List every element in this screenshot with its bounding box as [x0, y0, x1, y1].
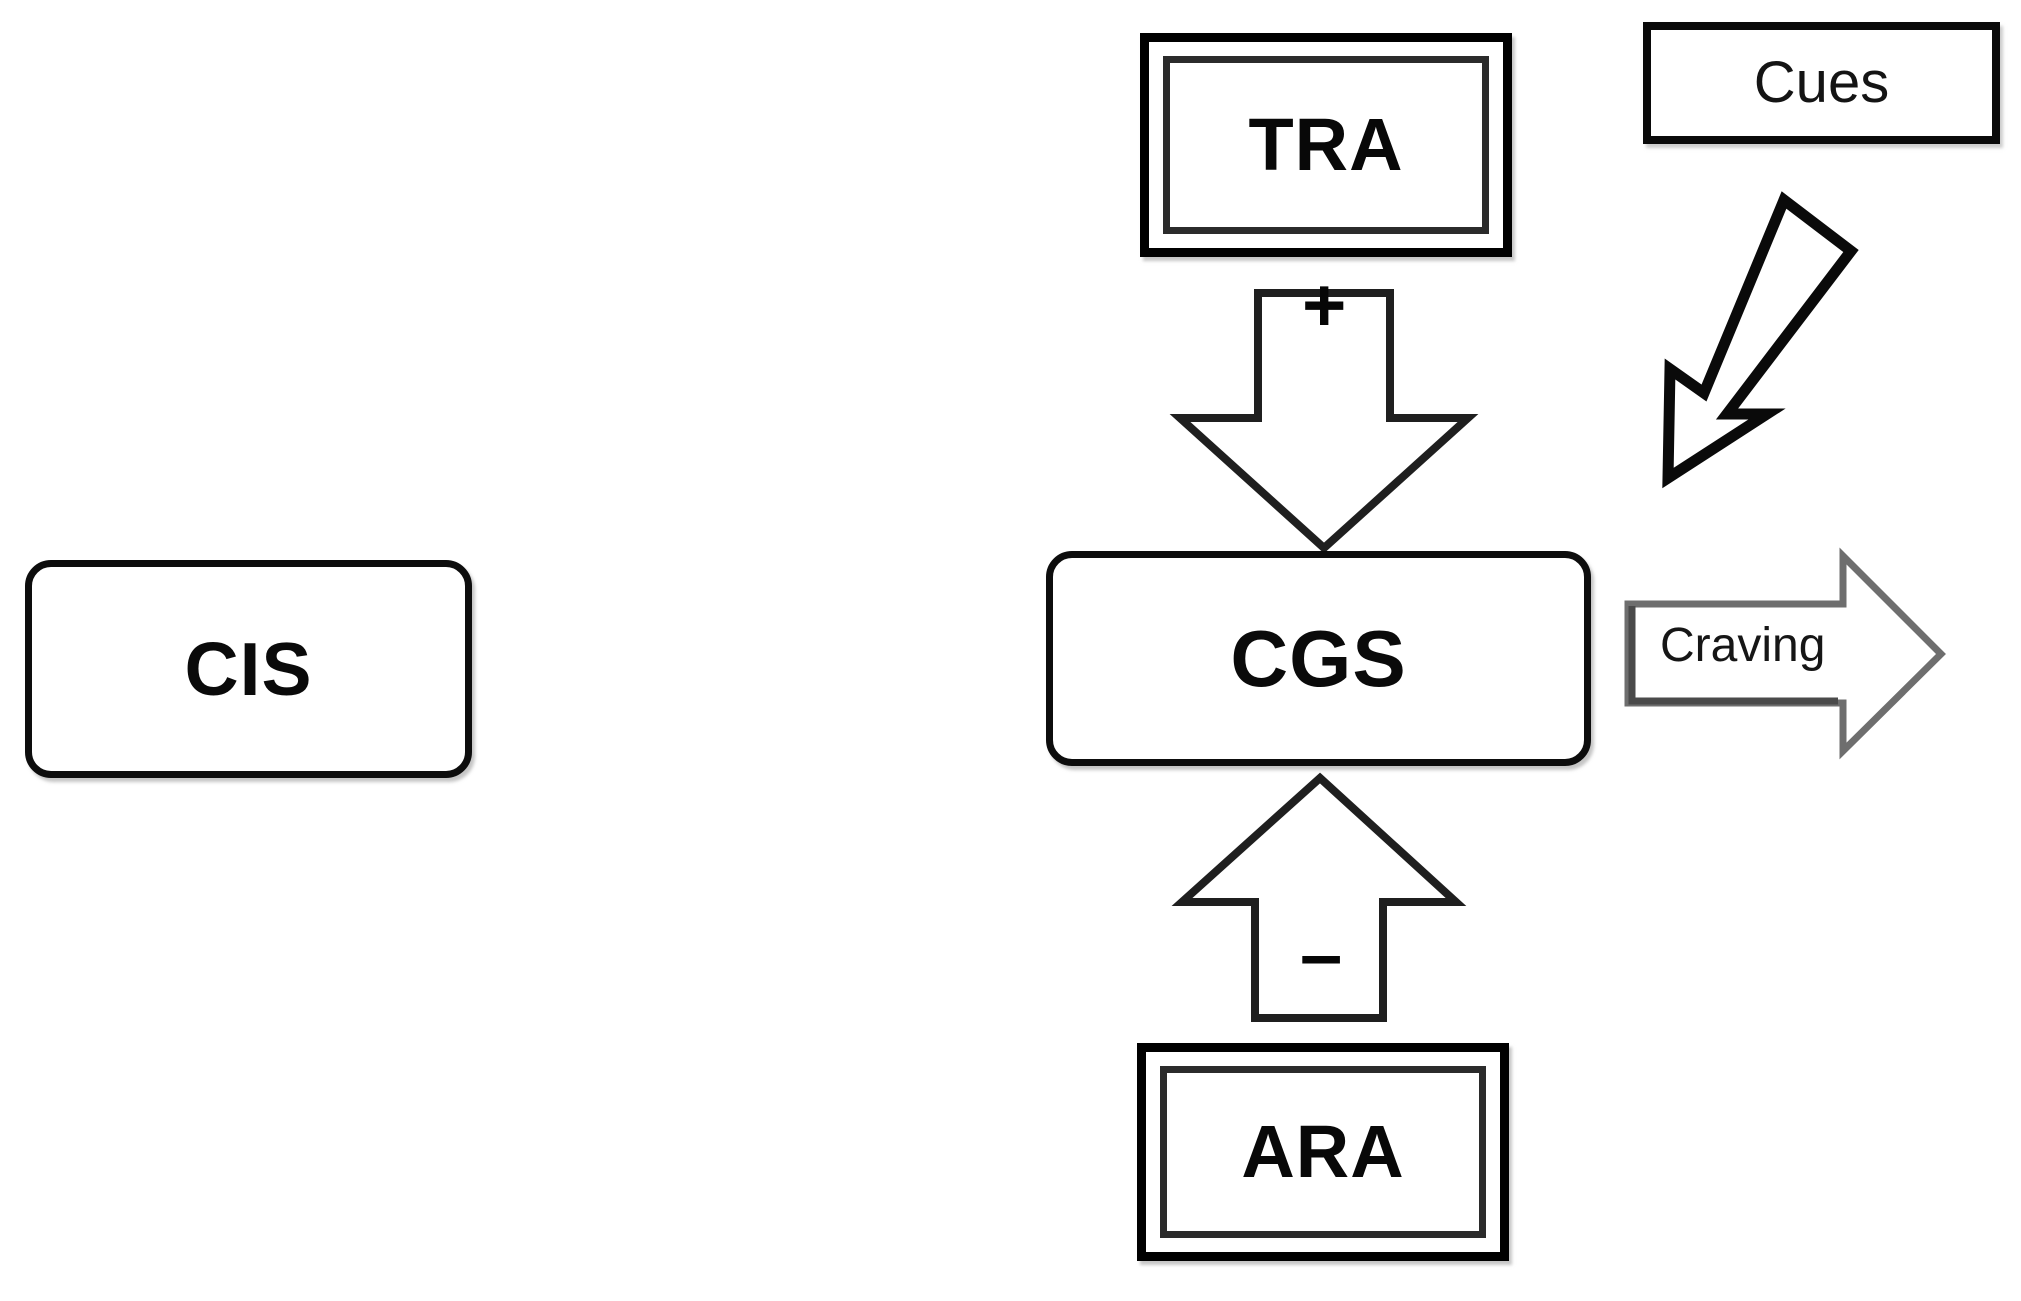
node-ara-inner-frame: ARA: [1160, 1066, 1486, 1238]
node-cis-label: CIS: [184, 626, 313, 711]
minus-sign-label: –: [1300, 912, 1343, 997]
node-cues[interactable]: Cues: [1643, 22, 2000, 144]
arrow-cgs-to-craving: [1624, 547, 1946, 760]
arrow-ara-to-cgs: [1171, 772, 1467, 1022]
arrow-tra-to-cgs: [1169, 289, 1479, 554]
node-tra-inner-frame: TRA: [1163, 56, 1489, 234]
node-tra-label: TRA: [1248, 103, 1404, 186]
node-cgs[interactable]: CGS: [1046, 551, 1591, 766]
node-cues-label: Cues: [1753, 50, 1890, 115]
node-ara-label: ARA: [1241, 1110, 1405, 1193]
plus-sign-label: +: [1302, 263, 1347, 348]
node-tra[interactable]: TRA: [1140, 33, 1512, 257]
node-cis[interactable]: CIS: [25, 560, 472, 778]
craving-arrow-label: Craving: [1660, 619, 1826, 672]
node-cgs-label: CGS: [1230, 613, 1407, 703]
node-ara[interactable]: ARA: [1137, 1043, 1509, 1261]
arrow-cues-to-cgs: [1662, 191, 1859, 489]
